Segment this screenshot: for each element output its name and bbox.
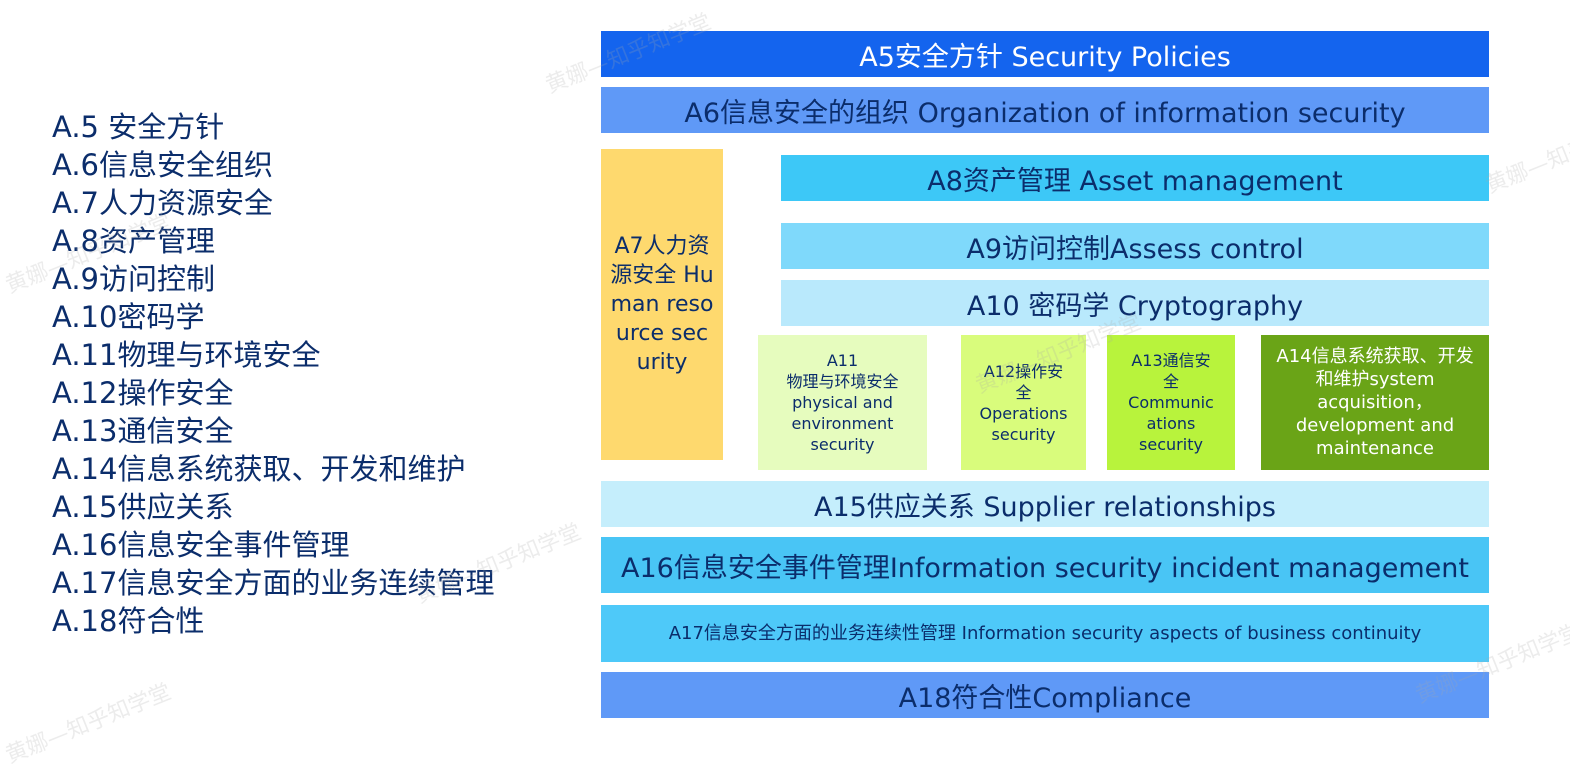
list-item: A.5 安全方针 xyxy=(52,110,225,144)
block-a13-line: 全 xyxy=(1162,372,1179,391)
block-a12-line: 全 xyxy=(1015,382,1032,402)
block-a13-line: Communic xyxy=(1128,393,1214,412)
list-item: A.9访问控制 xyxy=(52,262,215,296)
list-item: A.11物理与环境安全 xyxy=(52,338,321,372)
block-a11-line: A11 xyxy=(826,351,859,370)
list-item: A.15供应关系 xyxy=(52,490,234,524)
block-a11-line: physical and xyxy=(792,393,893,412)
block-a15-supplier-relationships: A15供应关系 Supplier relationships xyxy=(601,481,1489,527)
list-item: A.7人力资源安全 xyxy=(52,186,273,220)
block-a5-security-policies: A5安全方针 Security Policies xyxy=(601,31,1489,77)
block-a13-line: A13通信安 xyxy=(1131,351,1211,370)
block-a12-line: Operations xyxy=(979,403,1068,423)
block-a12-operations: A12操作安 全 Operations security xyxy=(961,335,1086,470)
list-item: A.17信息安全方面的业务连续管理 xyxy=(52,566,495,600)
block-a16-incident-management: A16信息安全事件管理Information security incident… xyxy=(601,537,1489,593)
control-domain-list: A.5 安全方针 A.6信息安全组织 A.7人力资源安全 A.8资产管理 A.9… xyxy=(52,108,572,640)
block-a6-organization: A6信息安全的组织 Organization of information se… xyxy=(601,87,1489,133)
list-item: A.10密码学 xyxy=(52,300,205,334)
block-a13-line: security xyxy=(1139,435,1203,454)
block-a12-line: security xyxy=(991,424,1056,444)
list-item: A.12操作安全 xyxy=(52,376,234,410)
block-a7-human-resource: A7人力资源安全 Human resource security xyxy=(601,149,723,460)
block-a11-line: 物理与环境安全 xyxy=(786,372,899,391)
list-item: A.8资产管理 xyxy=(52,224,215,258)
block-a11-physical-environment: A11 物理与环境安全 physical and environment sec… xyxy=(758,335,927,470)
block-a11-line: security xyxy=(810,435,875,454)
block-a12-line: A12操作安 xyxy=(983,361,1064,381)
list-item: A.6信息安全组织 xyxy=(52,148,273,182)
block-a18-compliance: A18符合性Compliance xyxy=(601,672,1489,718)
block-a10-cryptography: A10 密码学 Cryptography xyxy=(781,280,1489,326)
block-a17-business-continuity: A17信息安全方面的业务连续性管理 Information security a… xyxy=(601,605,1489,662)
list-item: A.14信息系统获取、开发和维护 xyxy=(52,452,466,486)
block-a13-line: ations xyxy=(1146,414,1196,433)
list-item: A.13通信安全 xyxy=(52,414,234,448)
block-a8-asset-management: A8资产管理 Asset management xyxy=(781,155,1489,201)
list-item: A.18符合性 xyxy=(52,604,205,638)
block-a9-access-control: A9访问控制Assess control xyxy=(781,223,1489,269)
block-a13-communications: A13通信安 全 Communic ations security xyxy=(1107,335,1235,470)
block-a11-line: environment xyxy=(791,414,894,433)
list-item: A.16信息安全事件管理 xyxy=(52,528,350,562)
block-a14-system-acquisition: A14信息系统获取、开发和维护system acquisition，develo… xyxy=(1261,335,1489,470)
